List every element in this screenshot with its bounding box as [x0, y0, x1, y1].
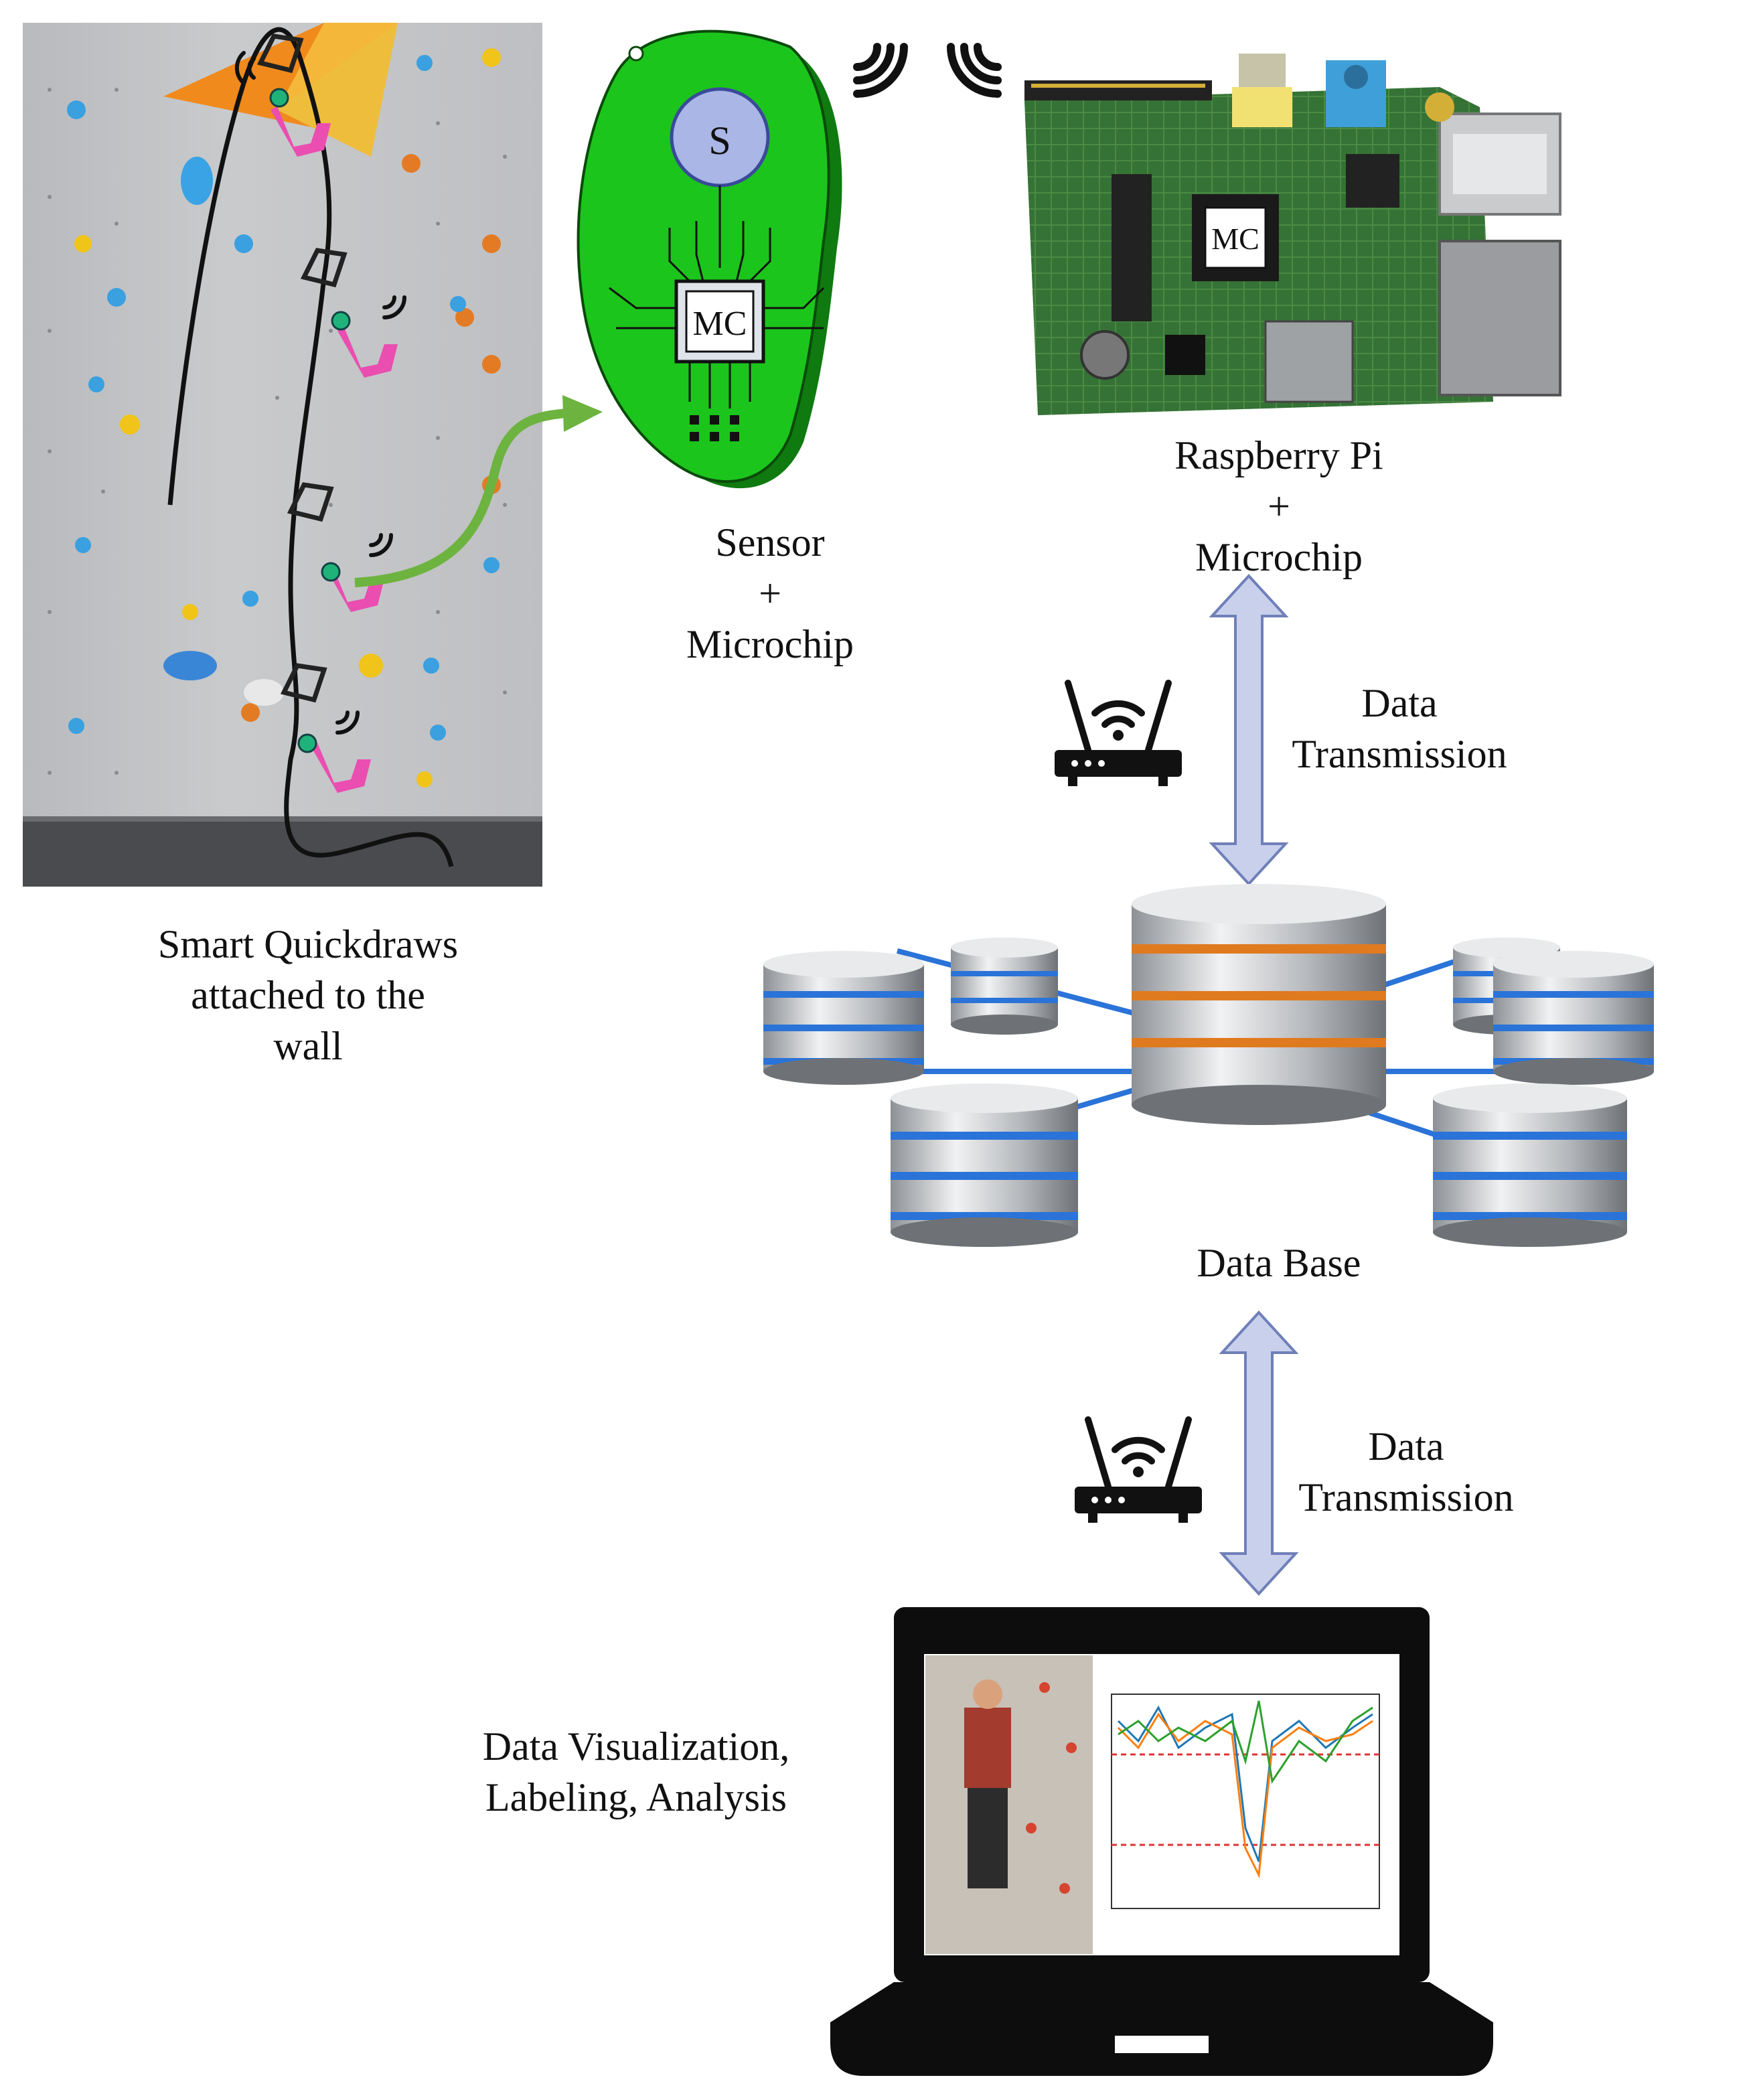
caption-transmission-bottom: Data Transmission — [1298, 1424, 1514, 1519]
laptop-icon — [830, 1607, 1493, 2076]
climbing-wall-photo — [23, 23, 542, 887]
caption-database: Data Base — [1197, 1241, 1361, 1285]
sensor-board: S MC — [577, 29, 842, 489]
climbing-wall-drawing — [23, 23, 542, 887]
caption-visualization: Data Visualization, Labeling, Analysis — [482, 1724, 790, 1819]
database-cluster-icon — [763, 884, 1654, 1247]
transfer-arrow-top — [1209, 574, 1289, 886]
wifi-signal-icon — [853, 43, 1002, 98]
sensor-chip-label: MC — [693, 305, 747, 343]
sensor-symbol: S — [708, 119, 731, 163]
wifi-router-icon-2 — [1075, 1416, 1202, 1523]
transfer-arrow-bottom — [1219, 1310, 1299, 1596]
raspberry-pi-board: MC — [1024, 54, 1561, 415]
wifi-router-icon — [1055, 680, 1182, 786]
caption-quickdraws: Smart Quickdraws attached to the wall — [157, 922, 459, 1068]
caption-sensor: Sensor + Microchip — [686, 520, 854, 666]
caption-raspberry-pi: Raspberry Pi + Microchip — [1174, 433, 1383, 579]
caption-transmission-top: Data Transmission — [1292, 681, 1507, 776]
pi-chip-label: MC — [1211, 222, 1259, 256]
